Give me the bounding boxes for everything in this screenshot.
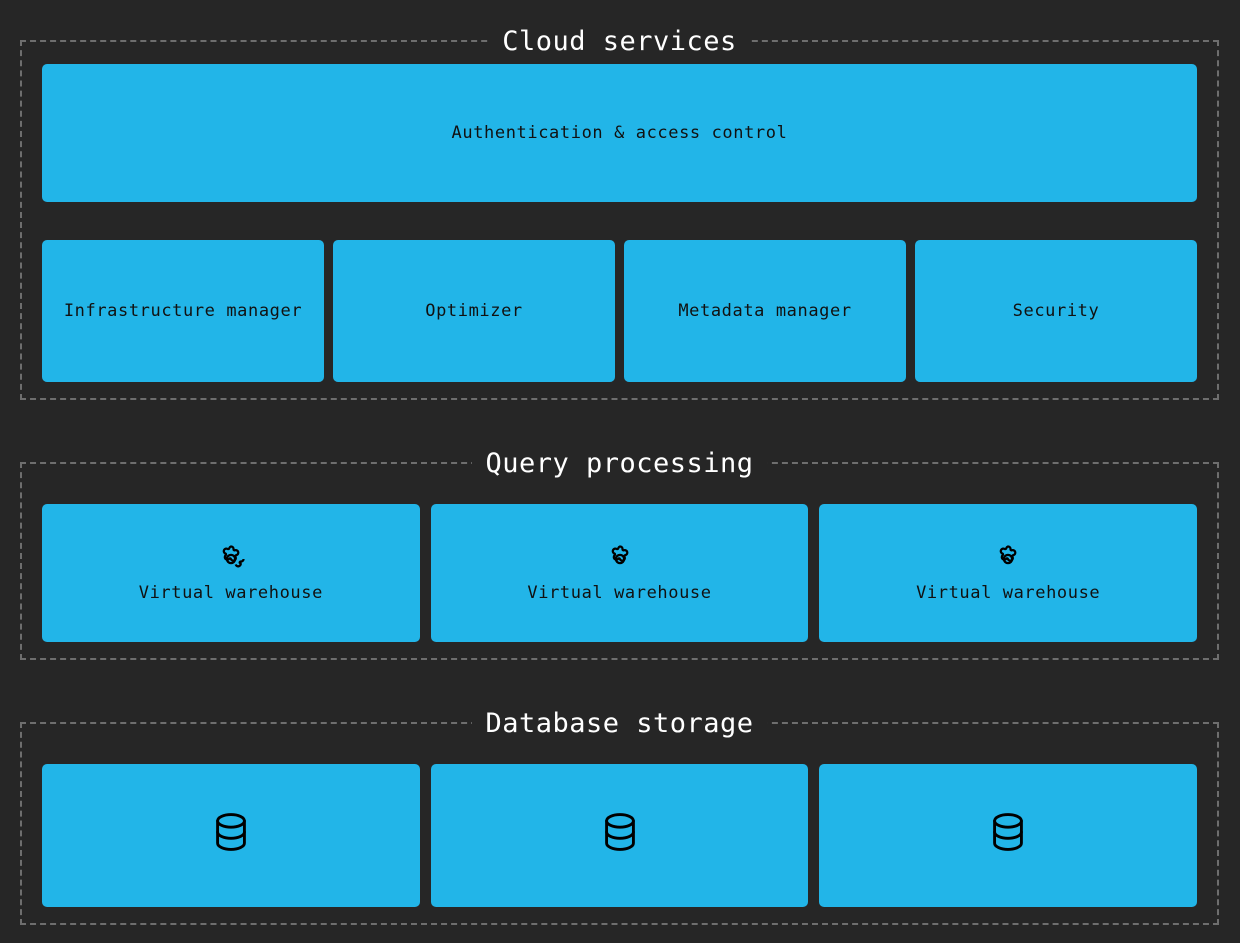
- node-security[interactable]: Security: [915, 240, 1197, 382]
- database-storage-row: [42, 764, 1198, 907]
- node-label: Security: [1012, 301, 1100, 321]
- query-processing-row: Virtual warehouse Virtual warehouse: [42, 504, 1198, 642]
- section-query-processing: Query processing Virtual warehouse: [20, 449, 1219, 660]
- node-metadata-manager[interactable]: Metadata manager: [624, 240, 906, 382]
- node-label: Infrastructure manager: [63, 301, 303, 321]
- gear-icon: [215, 543, 247, 575]
- node-label: Virtual warehouse: [527, 583, 712, 603]
- database-icon: [985, 809, 1031, 855]
- section-title-cloud-services: Cloud services: [488, 27, 751, 57]
- section-title-database-storage: Database storage: [471, 709, 768, 739]
- node-virtual-warehouse-2[interactable]: Virtual warehouse: [430, 504, 809, 642]
- database-icon: [208, 809, 254, 855]
- node-virtual-warehouse-1[interactable]: Virtual warehouse: [42, 504, 420, 642]
- section-database-storage: Database storage: [20, 709, 1219, 925]
- cloud-services-component-row: Infrastructure manager Optimizer Metadat…: [42, 240, 1197, 382]
- cloud-services-primary-row: Authentication & access control: [42, 64, 1197, 202]
- gear-icon: [992, 543, 1024, 575]
- node-label: Optimizer: [425, 301, 523, 321]
- database-icon: [597, 809, 643, 855]
- node-authentication-access-control[interactable]: Authentication & access control: [42, 64, 1197, 202]
- node-database-3[interactable]: [819, 764, 1198, 907]
- section-title-query-processing: Query processing: [471, 449, 768, 479]
- node-label: Virtual warehouse: [916, 583, 1101, 603]
- node-label: Virtual warehouse: [138, 583, 323, 603]
- node-virtual-warehouse-3[interactable]: Virtual warehouse: [819, 504, 1198, 642]
- gear-icon: [604, 543, 636, 575]
- section-cloud-services: Cloud services Authentication & access c…: [20, 27, 1219, 400]
- node-database-2[interactable]: [430, 764, 809, 907]
- node-label: Metadata manager: [678, 301, 852, 321]
- node-infrastructure-manager[interactable]: Infrastructure manager: [42, 240, 324, 382]
- node-optimizer[interactable]: Optimizer: [333, 240, 615, 382]
- node-database-1[interactable]: [42, 764, 420, 907]
- node-label: Authentication & access control: [451, 123, 788, 143]
